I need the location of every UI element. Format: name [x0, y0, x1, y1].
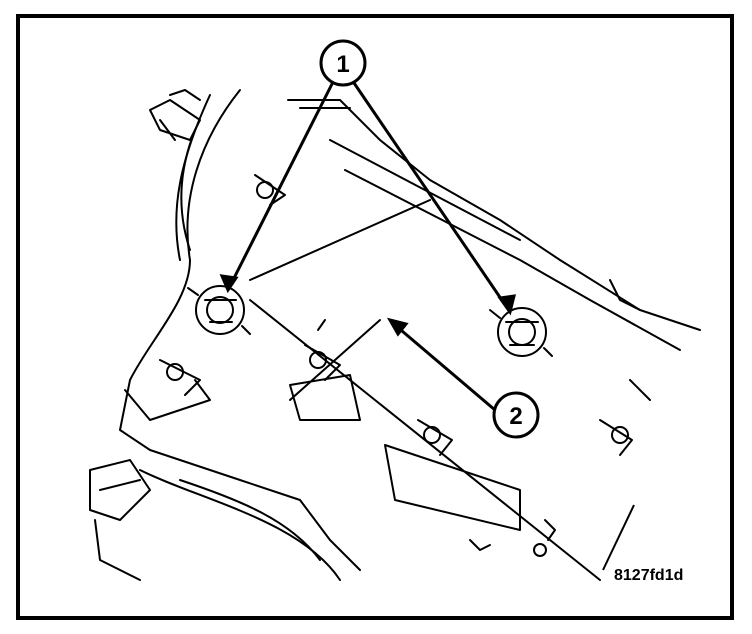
callout-1: 1 [319, 39, 367, 87]
lower-right-tab [384, 444, 521, 531]
callout-2-leader [386, 317, 496, 412]
lower-left-bracket [89, 459, 151, 521]
callout-2: 2 [492, 391, 540, 439]
callout-2-label: 2 [509, 403, 522, 430]
housing-top-edge [287, 99, 701, 331]
panel-crease-line [249, 199, 431, 281]
right-retaining-clip [489, 307, 553, 357]
fastener-boss-1 [254, 174, 286, 206]
left-retaining-clip [187, 285, 251, 335]
housing-left-outline [119, 89, 361, 571]
callout-1-label: 1 [336, 51, 349, 78]
fastener-boss-2 [159, 359, 201, 396]
fastener-boss-3 [304, 319, 341, 381]
fastener-boss-4 [417, 419, 453, 456]
fastener-boss-5 [599, 419, 633, 456]
figure-id-label: 8127fd1d [614, 567, 683, 584]
housing-inner-edge [344, 169, 681, 351]
border-frame [16, 14, 734, 620]
center-tab [289, 374, 361, 421]
heater-housing-drawing [89, 89, 701, 581]
callout-1-leaders [219, 79, 516, 316]
figure-id-slash [602, 504, 635, 571]
upper-left-bracket [149, 99, 201, 141]
